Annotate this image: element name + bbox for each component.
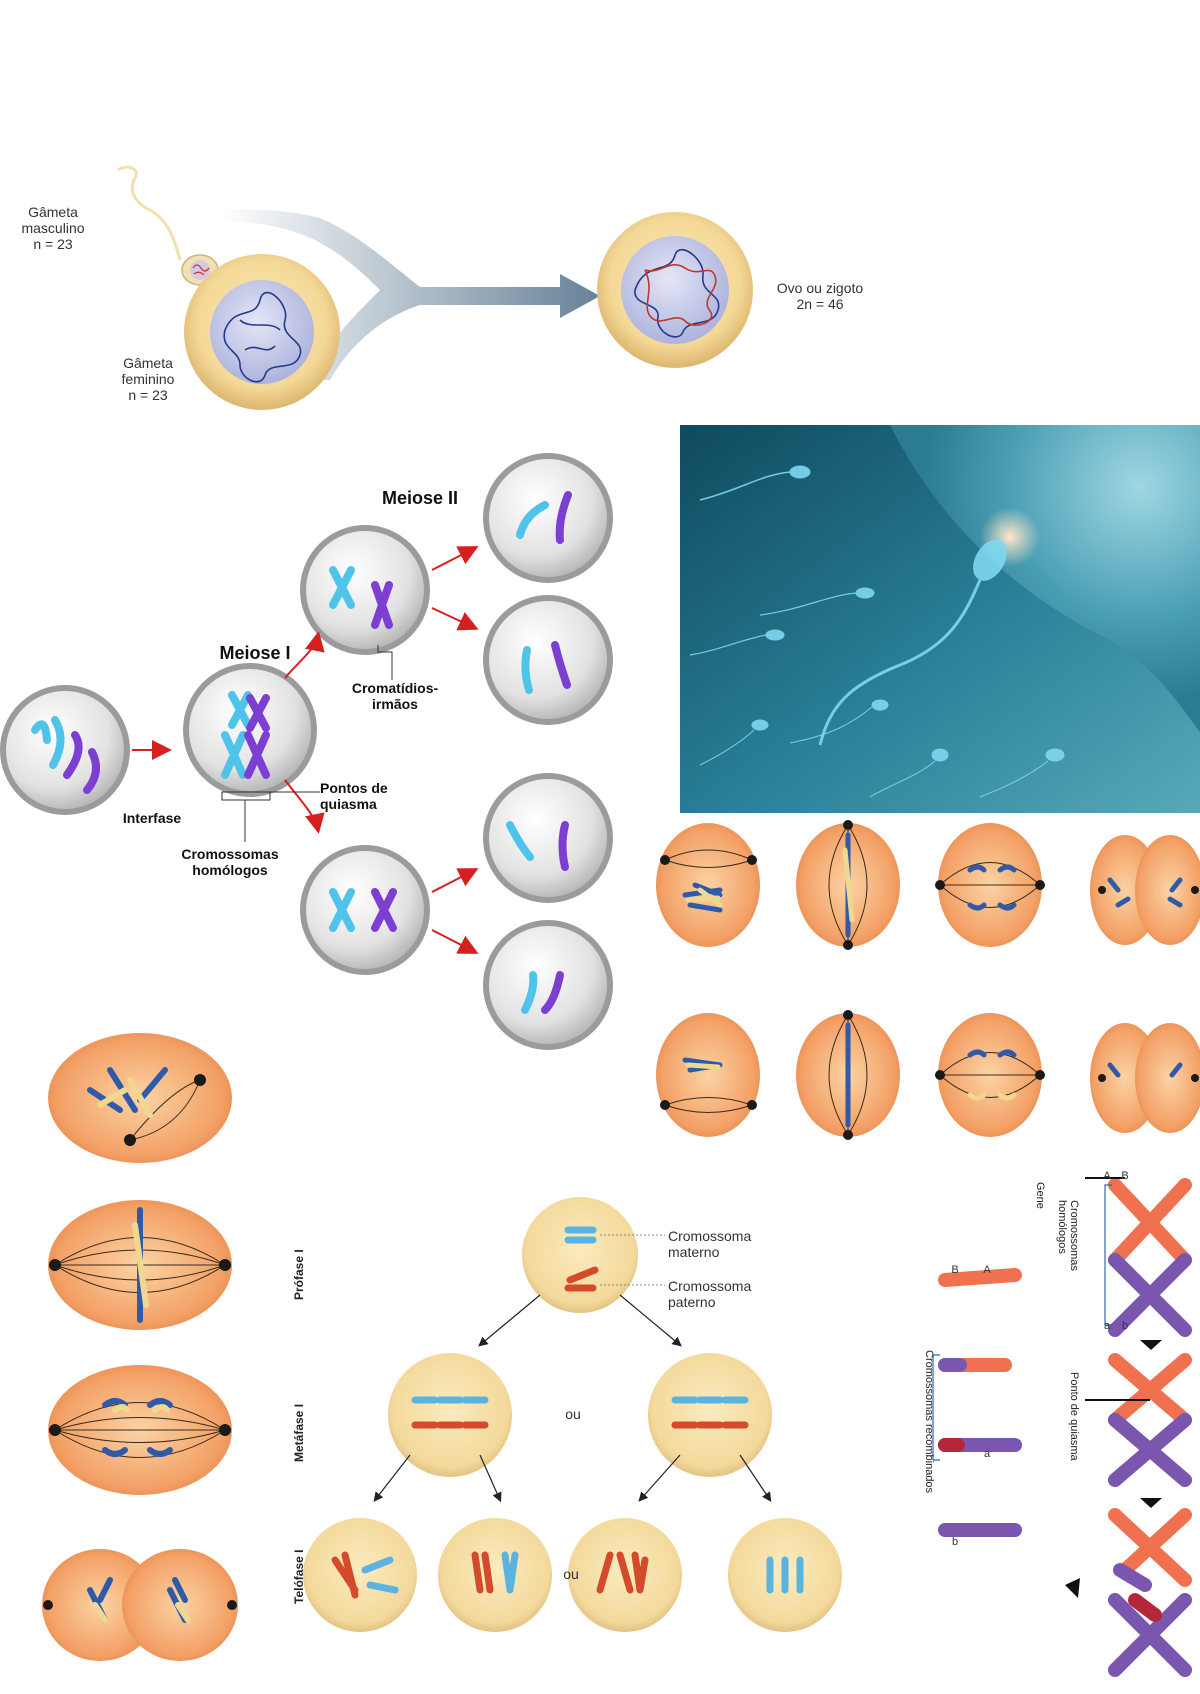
mitosis-row-1 xyxy=(656,823,1200,947)
crossing-over-lines xyxy=(1085,1177,1150,1401)
male-gamete-line-2: masculino xyxy=(21,220,85,236)
allele-A-label-1: A xyxy=(1103,1170,1111,1182)
female-gamete-line-2: feminino xyxy=(121,371,175,387)
cromatidios-label: Cromatídios- irmãos xyxy=(340,680,450,712)
quiasma-line-1: Pontos de xyxy=(320,780,388,796)
mitosis-chromosomes xyxy=(682,832,1183,1128)
ou-label-2: ou xyxy=(563,1566,579,1582)
meiosis-leader-lines xyxy=(221,645,393,842)
homologos-line-2: homólogos xyxy=(192,862,268,878)
zygote-line-1: Ovo ou zigoto xyxy=(776,280,864,296)
paterno-line-2: paterno xyxy=(668,1294,716,1310)
female-gamete-cell xyxy=(184,254,340,410)
cromatidios-line-1: Cromatídios- xyxy=(351,680,439,696)
profase-label: Prófase I xyxy=(292,1249,306,1300)
materno-line-2: materno xyxy=(668,1244,720,1260)
fertilization-photo-art xyxy=(680,425,1200,813)
sperm-swarm xyxy=(689,465,1065,798)
allele-a-label-2: a xyxy=(983,1448,991,1460)
meiose-ii-label: Meiose II xyxy=(381,488,459,508)
fusion-arrow xyxy=(220,209,600,380)
meiose-i-label: Meiose I xyxy=(219,643,291,663)
mitosis-column xyxy=(42,1033,238,1661)
male-gamete-line-1: Gâmeta xyxy=(28,204,78,220)
sperm-cell xyxy=(117,165,219,286)
segregation-diagram xyxy=(303,1197,842,1632)
co-homologos-line-1: Cromossomas xyxy=(1068,1200,1080,1271)
allele-B-label-1: B xyxy=(1121,1170,1129,1182)
zygote-line-2: 2n = 46 xyxy=(796,296,844,312)
meiosis-diagram xyxy=(0,453,613,1050)
telofase-label: Telófase I xyxy=(292,1549,306,1604)
allele-a-label-1: a xyxy=(1103,1320,1111,1332)
allele-A-label-2: A xyxy=(983,1264,991,1276)
interfase-label: Interfase xyxy=(122,810,182,826)
co-homologos-label: Cromossomas homólogos xyxy=(1056,1200,1080,1271)
fertilization-diagram xyxy=(117,165,753,410)
paterno-label: Cromossoma paterno xyxy=(668,1278,768,1310)
materno-line-1: Cromossoma xyxy=(668,1228,752,1244)
ponto-quiasma-label: Ponto de quiasma xyxy=(1068,1372,1080,1461)
homologos-label: Cromossomas homólogos xyxy=(170,846,290,878)
segregation-chromosomes xyxy=(331,1226,804,1599)
co-homologos-line-2: homólogos xyxy=(1056,1200,1068,1254)
gene-label: Gene xyxy=(1034,1182,1046,1209)
mitosis-column-chromosomes xyxy=(87,1067,191,1623)
zygote-label: Ovo ou zigoto 2n = 46 xyxy=(765,280,875,312)
zygote-cell xyxy=(597,212,753,368)
crossing-over-arrow-icons xyxy=(1065,1340,1162,1598)
mitosis-column-centrosomes xyxy=(43,1074,237,1610)
cromatidios-line-2: irmãos xyxy=(372,696,418,712)
meiosis-arrows xyxy=(132,546,479,954)
recombinados-label: Cromossomas recombinados xyxy=(923,1350,935,1494)
crossing-over-chromosomes xyxy=(938,1178,1192,1677)
meiosis-chromosomes xyxy=(31,491,572,1014)
female-gamete-line-3: n = 23 xyxy=(128,387,168,403)
allele-b-label-1: b xyxy=(1121,1320,1129,1332)
homologos-line-1: Cromossomas xyxy=(181,846,279,862)
ou-label-1: ou xyxy=(565,1406,581,1422)
metafase-label: Metáfase I xyxy=(292,1403,306,1462)
crossing-over-diagram xyxy=(932,1177,1192,1677)
quiasma-label: Pontos de quiasma xyxy=(320,780,410,812)
materno-label: Cromossoma materno xyxy=(668,1228,768,1260)
fertilization-photo xyxy=(680,425,1200,813)
allele-b-label-2: b xyxy=(951,1536,959,1548)
centrosome-icons xyxy=(660,820,1199,1140)
female-gamete-label: Gâmeta feminino n = 23 xyxy=(108,355,188,403)
allele-B-label-2: B xyxy=(951,1264,959,1276)
crossing-over-guides xyxy=(932,1184,1112,1461)
segregation-leaders xyxy=(600,1234,665,1286)
male-gamete-line-3: n = 23 xyxy=(33,236,73,252)
male-gamete-label: Gâmeta masculino n = 23 xyxy=(8,204,98,252)
female-gamete-line-1: Gâmeta xyxy=(123,355,173,371)
quiasma-line-2: quiasma xyxy=(320,796,377,812)
paterno-line-1: Cromossoma xyxy=(668,1278,752,1294)
mitosis-rows xyxy=(656,820,1200,1140)
segregation-arrows xyxy=(373,1294,772,1503)
